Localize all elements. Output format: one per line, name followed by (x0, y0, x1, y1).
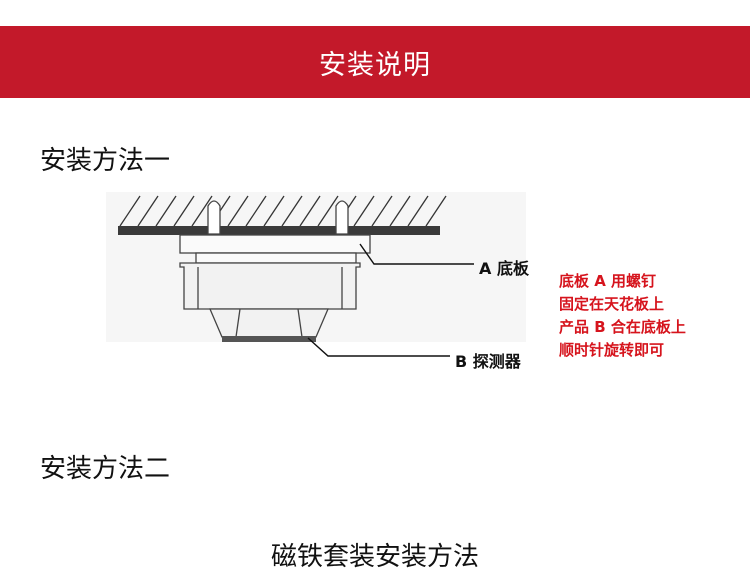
page-title: 安装说明 (319, 49, 431, 81)
header-banner: 安装说明 (0, 26, 750, 98)
ceiling-hatching (119, 195, 447, 227)
leader-lines (307, 243, 474, 357)
installation-diagram (106, 192, 526, 357)
label-detector: B 探测器 (455, 352, 521, 371)
screws (207, 200, 349, 235)
note-line: 固定在天花板上 (559, 295, 665, 313)
method-one-title: 安装方法一 (40, 146, 171, 176)
method-two-title: 安装方法二 (40, 454, 171, 484)
detector-b (179, 262, 361, 338)
installation-notes: 底板 A 用螺钉 固定在天花板上 产品 B 合在底板上 顺时针旋转即可 (559, 270, 686, 362)
note-line: 底板 A 用螺钉 (559, 272, 657, 290)
base-plate-a (179, 234, 371, 264)
note-line: 顺时针旋转即可 (559, 341, 665, 359)
detector-bottom (222, 336, 316, 342)
label-base-plate: A 底板 (479, 259, 529, 278)
magnet-kit-title: 磁铁套装安装方法 (270, 542, 479, 572)
ceiling-plate (118, 226, 440, 235)
note-line: 产品 B 合在底板上 (559, 318, 686, 336)
